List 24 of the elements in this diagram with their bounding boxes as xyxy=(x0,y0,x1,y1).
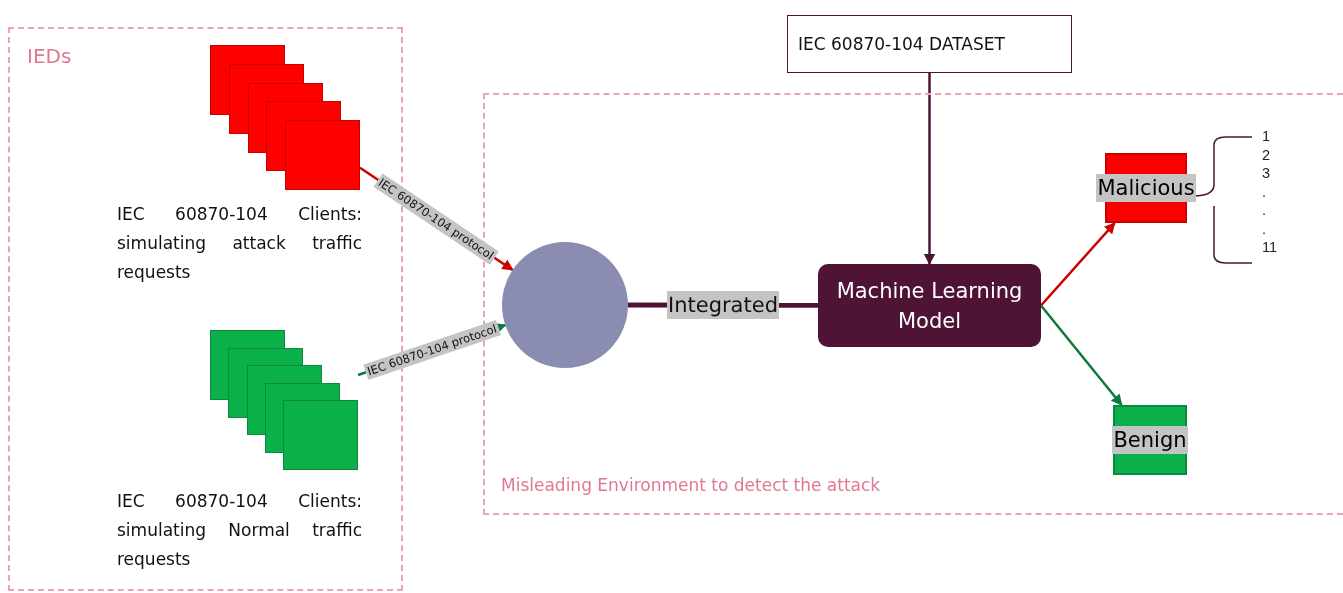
result-box xyxy=(1113,405,1187,475)
square-stack-drawing xyxy=(210,330,358,470)
box-label: Benign xyxy=(1112,426,1188,454)
node-caption: IEC 60870-104 Clients: simulating attack traffic requests xyxy=(117,203,362,284)
box-label: Machine Learning Model xyxy=(835,277,1024,335)
arrow xyxy=(1040,304,1123,406)
edge-label: Integrated xyxy=(667,291,779,320)
list-number: 2 xyxy=(1262,145,1272,164)
dataset-box xyxy=(787,15,1072,73)
list-number: 1 xyxy=(1262,127,1272,146)
list-number: 11 xyxy=(1262,238,1278,257)
group-title: Misleading Environment to detect the attack xyxy=(501,475,881,495)
arrow xyxy=(923,73,936,266)
box-label: IEC 60870-104 DATASET xyxy=(798,34,1005,54)
list-number: . xyxy=(1262,201,1268,220)
list-number: . xyxy=(1262,219,1268,238)
box-label: Malicious xyxy=(1096,174,1196,202)
list-number: . xyxy=(1262,182,1268,201)
list-number: 3 xyxy=(1262,164,1272,183)
node-caption: IEC 60870-104 Clients: simulating Normal traffic requests xyxy=(117,490,362,571)
square-stack-drawing xyxy=(210,45,360,190)
model-box xyxy=(818,264,1041,347)
group-title: IEDs xyxy=(27,44,72,68)
arrow xyxy=(1040,222,1116,307)
